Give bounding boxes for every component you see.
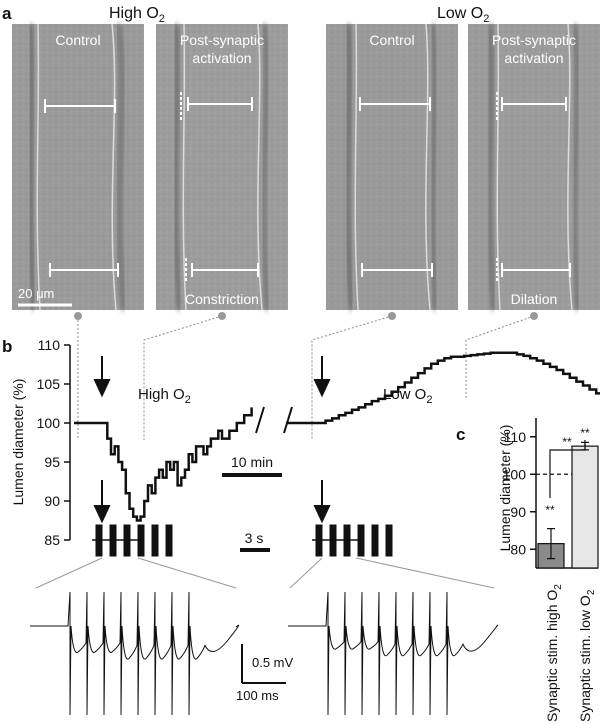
scale-time-label: 10 min [231, 454, 273, 470]
tick-85: 85 [44, 532, 60, 548]
image-3-title: Control [369, 32, 414, 48]
panel-label-b: b [2, 337, 12, 356]
epsp-trace-high [30, 591, 240, 716]
c-tick-label: 110 [504, 429, 527, 445]
tick-110: 110 [38, 337, 61, 353]
b-y-axis-label: Lumen diameter (%) [10, 379, 26, 506]
tick-100: 100 [37, 415, 61, 431]
micrograph-post-low [468, 23, 600, 311]
arrow-icon [93, 356, 331, 524]
significance-low: ** [580, 426, 590, 440]
panel-label-a: a [2, 4, 12, 23]
connector-lines [77, 315, 535, 440]
stim-burst [371, 524, 379, 557]
micrograph-post-high [156, 23, 288, 311]
scale-volt-label: 0.5 mV [252, 655, 294, 670]
stimulus-trains [92, 524, 393, 557]
image-4-title: Post-synaptic [492, 32, 576, 48]
label-low-o2: Low O2 [383, 386, 432, 406]
stim-burst [151, 524, 159, 557]
dilation-label: Dilation [511, 291, 558, 307]
significance-bracket [549, 440, 586, 498]
c-tick-label: 80 [510, 541, 526, 557]
image-4-title-line2: activation [504, 50, 563, 66]
panel-label-c: c [456, 425, 465, 444]
c-y-axis-label: Lumen diameter (%) [497, 425, 513, 552]
image-2-title-line2: activation [192, 50, 251, 66]
tick-105: 105 [37, 376, 61, 392]
zoom-lines [35, 557, 495, 589]
diameter-marker [496, 92, 571, 282]
b-y-axis [64, 344, 71, 541]
stim-burst [343, 524, 351, 557]
scale-ms-label: 100 ms [236, 688, 279, 703]
series-high-o2-line [74, 407, 253, 522]
significance-between: ** [562, 435, 572, 449]
constriction-label: Constriction [185, 291, 259, 307]
series-low-o2-line [286, 351, 600, 425]
stim-burst [95, 524, 103, 557]
connector-dots [74, 312, 538, 320]
epsp-trace-low [288, 591, 499, 716]
scale-bar-voltage [241, 644, 286, 684]
stim-burst [137, 524, 145, 557]
c-bars [537, 441, 599, 569]
condition-low-o2: Low O2 [437, 5, 489, 25]
stim-burst [315, 524, 323, 557]
image-2-title: Post-synaptic [180, 32, 264, 48]
c-y-ticks: 80 90 100 110 [503, 429, 536, 557]
stim-burst [165, 524, 173, 557]
axis-break [255, 406, 293, 434]
c-bar [571, 445, 599, 569]
c-tick-label: 100 [503, 466, 527, 482]
diameter-marker [359, 97, 433, 277]
c-tick-label: 90 [510, 504, 526, 520]
b-y-tick-labels: 85 90 95 100 105 110 [37, 337, 61, 548]
tick-90: 90 [44, 493, 60, 509]
label-high-o2: High O2 [138, 386, 191, 406]
tick-95: 95 [44, 454, 60, 470]
c-category-high: Synaptic stim. high O2 [544, 584, 564, 722]
diameter-marker [44, 99, 119, 277]
micrograph-control-low [326, 23, 458, 311]
image-1-title: Control [55, 32, 100, 48]
diameter-marker [180, 92, 259, 282]
micrograph-control-high [12, 23, 144, 311]
stim-burst [109, 524, 117, 557]
stim-burst [329, 524, 337, 557]
scale-stim-label: 3 s [245, 530, 264, 546]
condition-high-o2: High O2 [109, 5, 165, 25]
c-category-low: Synaptic stim. low O2 [577, 589, 597, 722]
scale-bar-label: 20 μm [18, 286, 54, 301]
c-error-bar [547, 528, 555, 560]
stim-burst [357, 524, 365, 557]
significance-high: ** [545, 503, 555, 517]
stim-burst [385, 524, 393, 557]
stim-burst [123, 524, 131, 557]
